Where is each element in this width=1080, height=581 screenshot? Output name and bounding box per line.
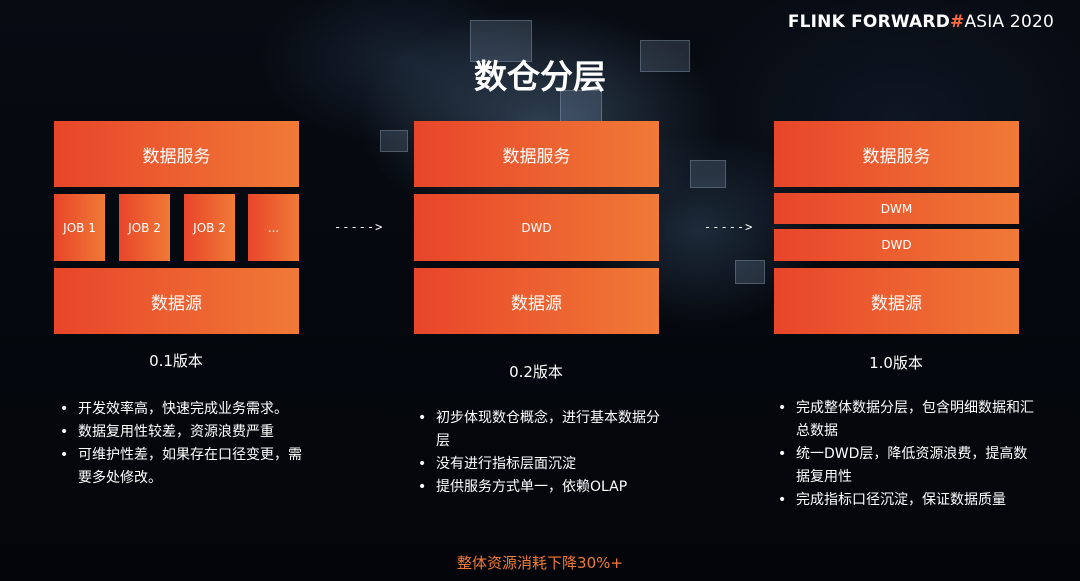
bullet-item: 提供服务方式单一，依赖OLAP [416,476,666,499]
version-label-v01: 0.1版本 [149,352,203,370]
source-box-v02: 数据源 [414,268,659,334]
brand-logo: FLINK FORWARD#ASIA 2020 [787,12,1054,32]
arrow-1: -----> [334,220,384,234]
dwm-box-v10: DWM [774,193,1019,224]
footer-summary: 整体资源消耗下降30%+ [457,554,623,572]
job-box-more: ... [248,194,299,261]
page-title: 数仓分层 [474,57,606,96]
job-box-1: JOB 1 [54,194,105,261]
bullet-item: 完成指标口径沉淀，保证数据质量 [776,489,1038,512]
dwd-box-v10: DWD [774,229,1019,261]
bullet-item: 初步体现数仓概念，进行基本数据分层 [416,407,666,453]
bullet-list-v01: 开发效率高，快速完成业务需求。 数据复用性较差，资源浪费严重 可维护性差，如果存… [58,398,308,490]
bullet-item: 可维护性差，如果存在口径变更，需要多处修改。 [58,444,308,490]
source-box-v01: 数据源 [54,268,299,334]
version-label-v02: 0.2版本 [509,363,563,381]
service-box-v02: 数据服务 [414,121,659,187]
job-box-2: JOB 2 [119,194,170,261]
bullet-item: 数据复用性较差，资源浪费严重 [58,421,308,444]
version-label-v10: 1.0版本 [869,354,923,372]
source-box-v10: 数据源 [774,268,1019,334]
job-box-3: JOB 2 [184,194,235,261]
arrow-2: -----> [704,220,754,234]
bullet-item: 完成整体数据分层，包含明细数据和汇总数据 [776,397,1038,443]
dwd-box-v02: DWD [414,194,659,261]
bullet-list-v02: 初步体现数仓概念，进行基本数据分层 没有进行指标层面沉淀 提供服务方式单一，依赖… [416,407,666,499]
bullet-list-v10: 完成整体数据分层，包含明细数据和汇总数据 统一DWD层，降低资源浪费，提高数据复… [776,397,1038,512]
service-box-v01: 数据服务 [54,121,299,187]
bullet-item: 统一DWD层，降低资源浪费，提高数据复用性 [776,443,1038,489]
bullet-item: 没有进行指标层面沉淀 [416,453,666,476]
bullet-item: 开发效率高，快速完成业务需求。 [58,398,308,421]
service-box-v10: 数据服务 [774,121,1019,187]
